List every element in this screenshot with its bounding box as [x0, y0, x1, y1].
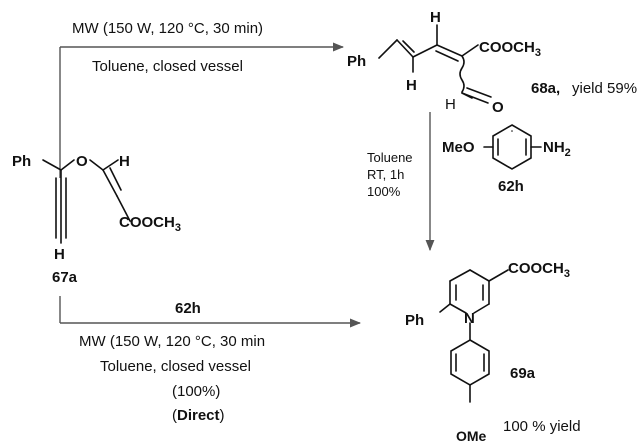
top-condition-1: MW (150 W, 120 °C, 30 min): [72, 20, 263, 37]
compound-69a-structure: [439, 269, 509, 403]
top-reaction-arrow: [59, 42, 345, 178]
h-67a-bottom: H: [54, 246, 65, 263]
n-69a: N: [464, 310, 475, 327]
label-69a: 69a: [510, 365, 536, 382]
ph-69a: Ph: [405, 312, 424, 329]
ester-67a: COOCH3: [119, 214, 181, 234]
label-62h: 62h: [498, 178, 524, 195]
bottom-condition-2: Toluene, closed vessel: [100, 358, 251, 375]
yield-68a: yield 59%: [572, 80, 637, 97]
h-68a-top: H: [430, 9, 441, 26]
h-68a-left: H: [406, 77, 417, 94]
meo-62h: MeO: [442, 139, 475, 156]
middle-solvent: Toluene: [367, 150, 413, 165]
ph-67a: Ph: [12, 153, 31, 170]
h-68a-aldehyde: H: [445, 96, 456, 113]
bottom-condition-3: (100%): [172, 383, 220, 400]
compound-62h-structure: [483, 124, 542, 170]
h-67a-top: H: [119, 153, 130, 170]
yield-69a: 100 % yield: [503, 418, 581, 435]
bottom-condition-1: MW (150 W, 120 °C, 30 min: [79, 333, 265, 350]
bottom-condition-4: (Direct): [172, 407, 225, 424]
nh2-62h: NH2: [543, 139, 571, 159]
middle-yield: 100%: [367, 184, 401, 199]
bottom-reagent: 62h: [175, 300, 201, 317]
ester-68a: COOCH3: [479, 39, 541, 59]
label-67a: 67a: [52, 269, 78, 286]
compound-67a-structure: [42, 159, 131, 244]
label-68a: 68a,: [531, 80, 560, 97]
compound-68a-structure: [378, 24, 492, 104]
ester-69a: COOCH3: [508, 260, 570, 280]
top-condition-2: Toluene, closed vessel: [92, 58, 243, 75]
ph-68a: Ph: [347, 53, 366, 70]
o-68a: O: [492, 99, 504, 116]
o-67a: O: [76, 153, 88, 170]
middle-time: RT, 1h: [367, 167, 404, 182]
bottom-reaction-arrow: [59, 296, 362, 328]
ome-69a: OMe: [456, 428, 487, 444]
